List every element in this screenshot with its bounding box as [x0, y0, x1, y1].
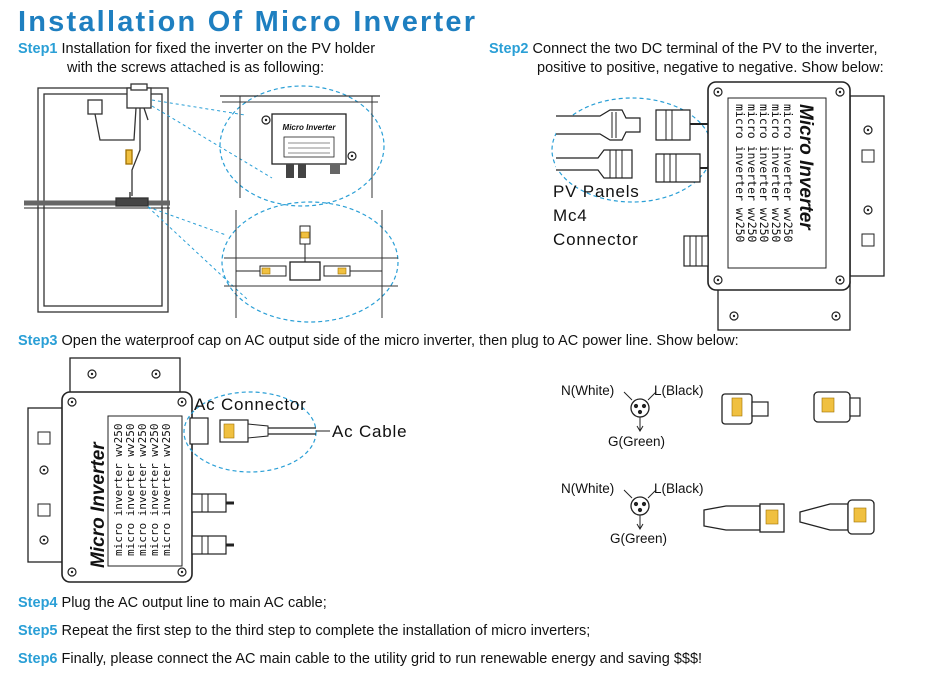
- plug-pin-diagrams: [623, 391, 875, 535]
- step6-body: Finally, please connect the AC main cabl…: [61, 651, 703, 667]
- step6-text: Step6 Finally, please connect the AC mai…: [18, 650, 702, 669]
- step4-label: Step4: [18, 595, 58, 611]
- step1-label: Step1: [18, 41, 58, 57]
- step1-line2: with the screws attached is as following…: [67, 60, 325, 76]
- step3-label: Step3: [18, 333, 58, 349]
- inverter-bl-brand: Micro Inverter: [88, 441, 109, 568]
- inverter-top-right: Micro Inverter micro inverter wv250 micr…: [683, 81, 885, 331]
- step2-label: Step2: [489, 41, 529, 57]
- ground-label-1: G(Green): [608, 434, 666, 449]
- page-title: Installation Of Micro Inverter: [18, 6, 478, 38]
- step3-body: Open the waterproof cap on AC output sid…: [61, 333, 739, 349]
- inverter-tr-model-1: micro inverter wv250: [781, 104, 795, 243]
- step1-line1: Installation for fixed the inverter on t…: [61, 41, 376, 57]
- zoom-circle-mount: Micro Inverter: [219, 85, 385, 207]
- ac-connector-label: Ac Connector: [194, 395, 307, 414]
- inverter-bl-model-2: micro inverter wv250: [124, 424, 137, 556]
- zoom-circle-connector: [221, 201, 399, 323]
- step5-label: Step5: [18, 623, 58, 639]
- pv-caption-3: Connector: [553, 230, 639, 249]
- inverter-tr-model-3: micro inverter wv250: [757, 104, 771, 243]
- inverter-tr-brand: Micro Inverter: [795, 104, 816, 231]
- pv-caption-1: PV Panels: [553, 182, 640, 201]
- step3-text: Step3 Open the waterproof cap on AC outp…: [18, 332, 739, 351]
- step5-text: Step5 Repeat the first step to the third…: [18, 622, 590, 641]
- step1-text: Step1 Installation for fixed the inverte…: [18, 40, 375, 59]
- inverter-bl-model-3: micro inverter wv250: [136, 424, 149, 556]
- neutral-label-1: N(White): [561, 383, 615, 398]
- inverter-tr-model-5: micro inverter wv250: [733, 104, 747, 243]
- neutral-label-2: N(White): [561, 481, 615, 496]
- step4-text: Step4 Plug the AC output line to main AC…: [18, 594, 327, 613]
- step6-label: Step6: [18, 651, 58, 667]
- step4-body: Plug the AC output line to main AC cable…: [61, 595, 327, 611]
- inverter-bottom-left: Micro Inverter micro inverter wv250 micr…: [27, 357, 234, 583]
- mc4-zoom-circle: [551, 97, 713, 203]
- step5-body: Repeat the first step to the third step …: [61, 623, 591, 639]
- live-label-2: L(Black): [654, 481, 704, 496]
- step2-line2: positive to positive, negative to negati…: [537, 60, 884, 76]
- inverter-bl-model-1: micro inverter wv250: [112, 424, 125, 556]
- step2-line1: Connect the two DC terminal of the PV to…: [532, 41, 878, 57]
- step2-text: Step2 Connect the two DC terminal of the…: [489, 40, 877, 59]
- inverter-bl-model-5: micro inverter wv250: [160, 424, 173, 556]
- inverter-tr-model-2: micro inverter wv250: [769, 104, 783, 243]
- zoom-brand-text: Micro Inverter: [283, 123, 337, 132]
- pv-caption-2: Mc4: [553, 206, 588, 225]
- pv-panel-diagram: [24, 83, 170, 313]
- live-label-1: L(Black): [654, 383, 704, 398]
- inverter-tr-model-4: micro inverter wv250: [745, 104, 759, 243]
- ac-cable-label: Ac Cable: [332, 422, 408, 441]
- ground-label-2: G(Green): [610, 531, 668, 546]
- ac-connector-zoom: [183, 391, 330, 473]
- inverter-bl-model-4: micro inverter wv250: [148, 424, 161, 556]
